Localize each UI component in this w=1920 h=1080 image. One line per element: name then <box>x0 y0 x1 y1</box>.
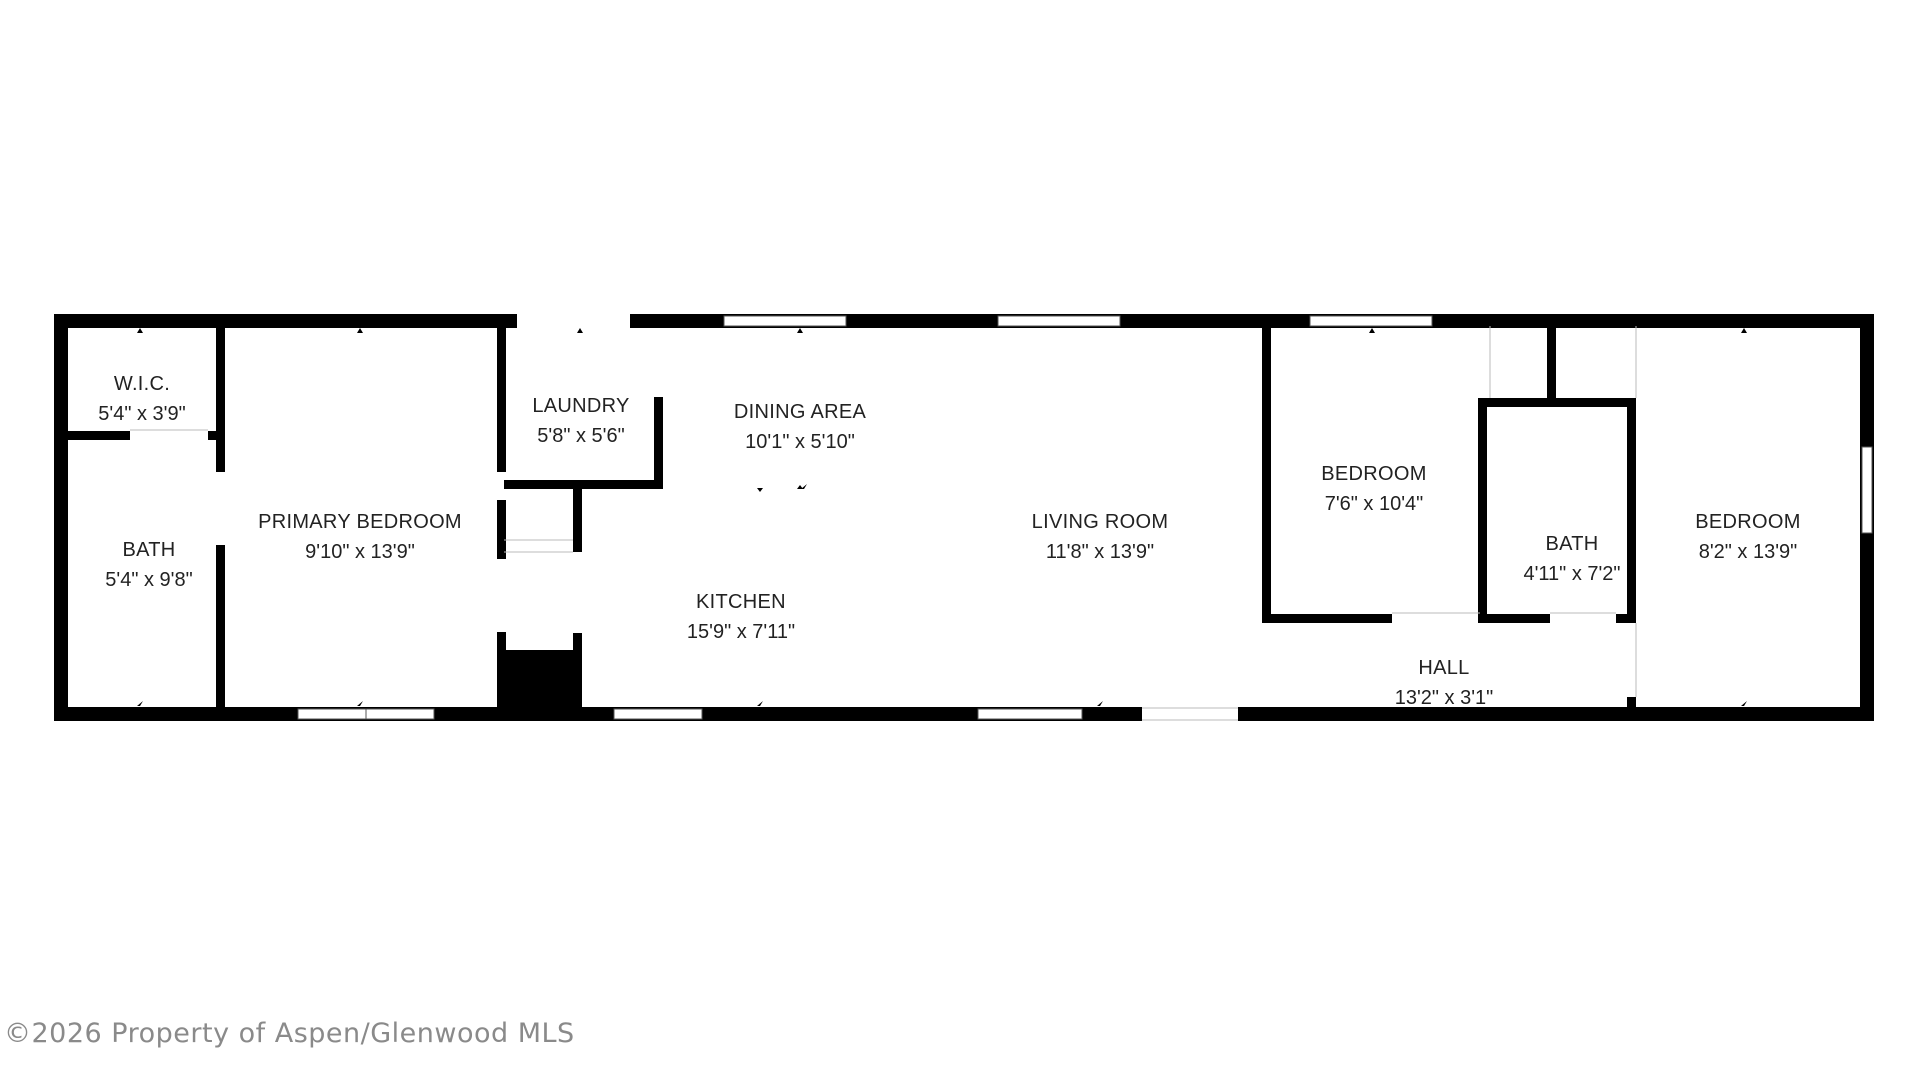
room-dimensions-hall: 13'2" x 3'1" <box>1395 687 1494 709</box>
room-name-hall: HALL <box>1418 657 1469 679</box>
copyright-watermark: ©2026 Property of Aspen/Glenwood MLS <box>4 1018 575 1049</box>
room-dimensions-bedroom-2: 7'6" x 10'4" <box>1325 493 1424 515</box>
room-dimensions-bath-1: 5'4" x 9'8" <box>105 569 192 591</box>
room-dimensions-dining-area: 10'1" x 5'10" <box>745 431 855 453</box>
room-dimensions-living-room: 11'8" x 13'9" <box>1046 541 1154 563</box>
room-dimensions-bath-2: 4'11" x 7'2" <box>1523 563 1620 585</box>
windows <box>297 315 1873 720</box>
room-name-bath-1: BATH <box>122 539 175 561</box>
room-dimensions-laundry: 5'8" x 5'6" <box>537 425 624 447</box>
room-name-laundry: LAUNDRY <box>532 395 629 417</box>
room-dimensions-bedroom-3: 8'2" x 13'9" <box>1699 541 1798 563</box>
room-name-living-room: LIVING ROOM <box>1032 511 1169 533</box>
room-name-kitchen: KITCHEN <box>696 591 786 613</box>
room-name-dining-area: DINING AREA <box>734 401 867 423</box>
room-name-bedroom-3: BEDROOM <box>1695 511 1800 533</box>
measurement-ticks <box>137 328 1747 706</box>
room-dimensions-wic: 5'4" x 3'9" <box>98 403 185 425</box>
room-dimensions-kitchen: 15'9" x 7'11" <box>687 621 795 643</box>
room-name-bath-2: BATH <box>1545 533 1598 555</box>
room-labels: W.I.C. 5'4" x 3'9" BATH 5'4" x 9'8" PRIM… <box>98 373 1800 709</box>
room-name-primary-bedroom: PRIMARY BEDROOM <box>258 511 462 533</box>
room-name-bedroom-2: BEDROOM <box>1321 463 1426 485</box>
room-name-wic: W.I.C. <box>114 373 170 395</box>
room-dimensions-primary-bedroom: 9'10" x 13'9" <box>305 541 415 563</box>
openings <box>130 326 1637 721</box>
